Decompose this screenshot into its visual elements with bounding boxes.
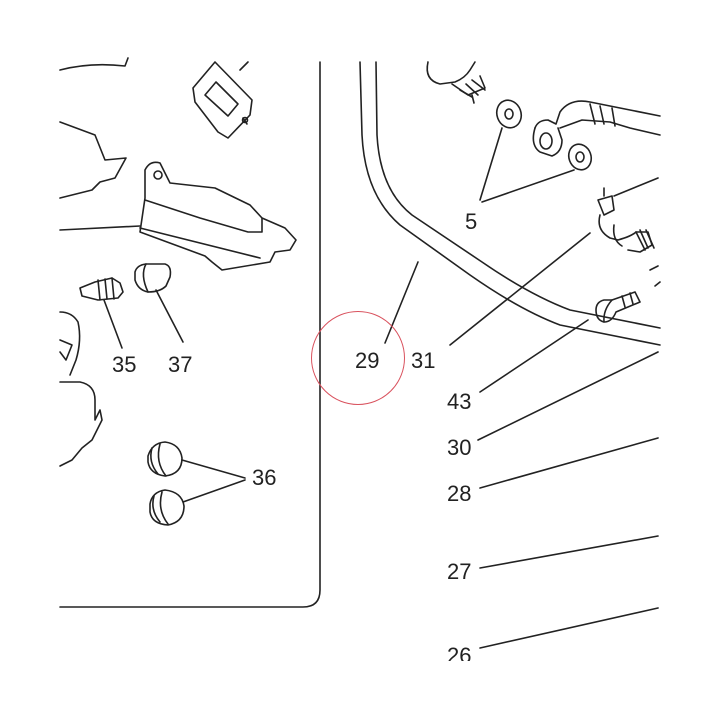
callout-26: 26 — [447, 645, 472, 661]
highlight-circle — [311, 311, 405, 405]
washer-5-upper — [495, 99, 523, 129]
callout-36: 36 — [252, 465, 277, 490]
callout-29: 29 — [355, 348, 380, 373]
callout-30: 30 — [447, 435, 472, 460]
banjo-fitting — [532, 100, 661, 157]
pad-retaining-clip — [192, 61, 253, 139]
brake-pad — [59, 161, 297, 271]
bleeder-fitting-31 — [449, 177, 659, 346]
bleed-screw-35 — [79, 277, 124, 349]
callout-35: 35 — [112, 352, 137, 377]
left-panel-frame — [59, 61, 321, 608]
dust-cap-37 — [134, 263, 184, 343]
callout-43: 43 — [447, 389, 472, 414]
caliper-part-top — [59, 57, 129, 71]
callout-37: 37 — [168, 352, 193, 377]
bolt-43 — [479, 291, 641, 393]
callout-5: 5 — [465, 209, 478, 234]
callout-27: 27 — [447, 559, 472, 584]
callout-28: 28 — [447, 481, 472, 506]
washer-5-lower — [567, 143, 593, 171]
banjo-bolt-top — [426, 61, 486, 104]
caliper-body — [59, 311, 103, 467]
rubber-boot-36-lower — [149, 479, 246, 526]
rubber-boot-36-upper — [147, 441, 246, 479]
callout-31: 31 — [411, 348, 436, 373]
brake-hose — [359, 61, 661, 346]
